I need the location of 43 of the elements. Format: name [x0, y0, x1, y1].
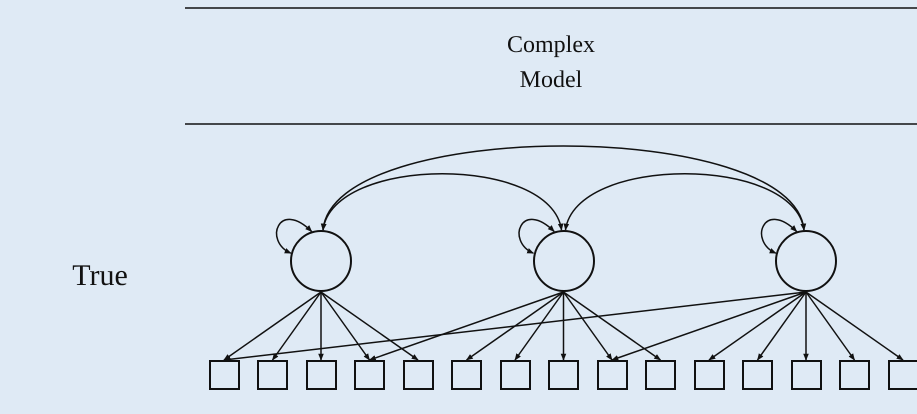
covariance-arrow — [564, 173, 805, 231]
indicator-square — [354, 360, 385, 390]
covariance-arrow — [322, 145, 805, 231]
variance-loop-arrow — [276, 218, 312, 254]
indicator-square — [451, 360, 482, 390]
indicator-square — [790, 360, 822, 390]
indicator-square — [257, 360, 288, 390]
loading-arrow — [805, 292, 856, 361]
loading-arrow — [514, 292, 564, 361]
loading-arrow — [368, 291, 564, 361]
loading-arrow — [756, 292, 807, 361]
row-header: True — [71, 258, 129, 294]
loading-arrow — [320, 291, 419, 361]
loading-arrow — [803, 292, 809, 361]
indicator-square — [645, 360, 676, 390]
indicator-square — [888, 360, 917, 390]
indicator-square — [402, 360, 434, 390]
indicator-square — [208, 360, 240, 390]
variance-loop-arrow — [518, 218, 555, 254]
latent-factor-circle — [532, 230, 594, 292]
loading-arrow — [466, 291, 564, 361]
column-header: Complex Model — [506, 31, 596, 95]
covariance-arrow — [322, 173, 562, 231]
loading-arrow — [708, 291, 806, 361]
loading-arrow — [563, 291, 662, 361]
loading-arrow — [318, 292, 324, 361]
loading-arrow — [562, 292, 613, 361]
indicator-square — [694, 360, 724, 390]
indicator-square — [596, 360, 628, 390]
loading-arrow — [560, 292, 566, 361]
indicator-square — [548, 360, 579, 390]
loading-arrow — [806, 291, 904, 361]
indicator-square — [306, 360, 336, 390]
loading-arrow — [611, 291, 806, 361]
latent-factor-circle — [290, 230, 352, 292]
indicator-square — [500, 360, 530, 390]
indicator-square — [839, 360, 870, 390]
latent-factor-circle — [775, 230, 837, 292]
loading-arrow — [272, 292, 322, 361]
loading-arrow — [223, 291, 322, 361]
variance-loop-arrow — [760, 218, 798, 254]
loading-arrow — [320, 292, 370, 361]
indicator-square — [742, 360, 773, 390]
